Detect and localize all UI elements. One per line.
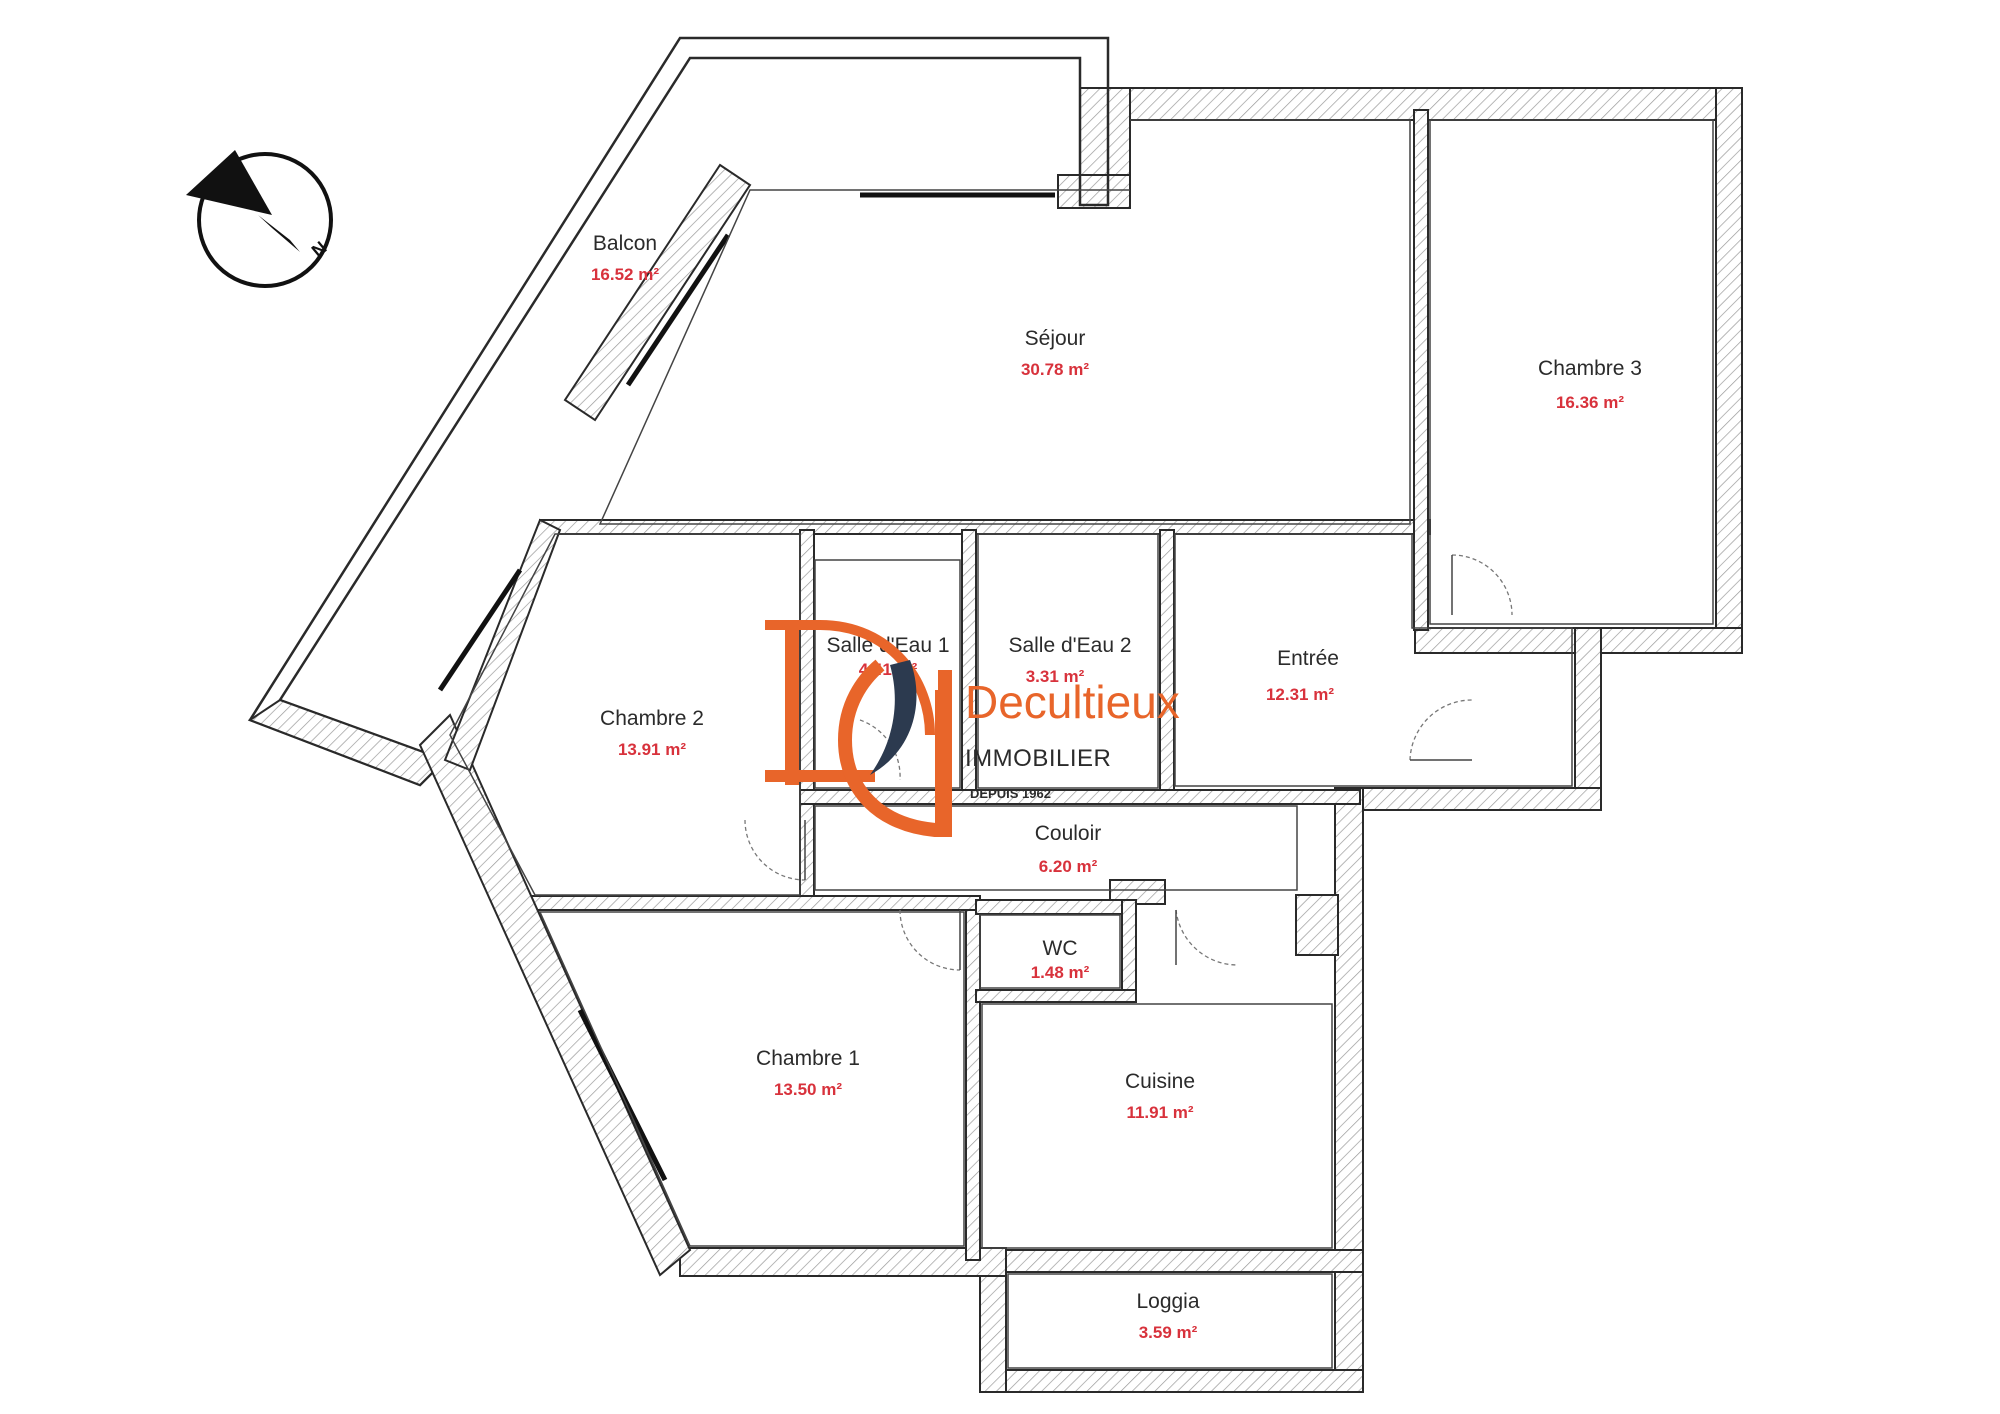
room-name-cuisine: Cuisine — [1125, 1070, 1195, 1093]
room-area-couloir: 6.20 m² — [1039, 857, 1098, 876]
room-area-loggia: 3.59 m² — [1139, 1323, 1198, 1342]
room-area-wc: 1.48 m² — [1031, 963, 1090, 982]
window-balcony-1 — [625, 233, 731, 387]
room-name-wc: WC — [1043, 937, 1078, 960]
brand-subtitle: IMMOBILIER — [965, 745, 1111, 772]
window-balcony-2 — [437, 568, 523, 692]
room-area-balcon: 16.52 m² — [591, 265, 659, 284]
room-name-sejour: Séjour — [1025, 327, 1086, 350]
room-area-chambre3: 16.36 m² — [1556, 393, 1624, 412]
brand-logo-icon — [765, 620, 952, 837]
room-name-entree: Entrée — [1277, 647, 1339, 670]
room-name-chambre1: Chambre 1 — [756, 1047, 860, 1070]
room-area-cuisine: 11.91 m² — [1126, 1103, 1193, 1122]
room-area-entree: 12.31 m² — [1266, 685, 1334, 704]
balcony-outline — [247, 36, 1110, 1277]
brand-watermark: Decultieux IMMOBILIER DEPUIS 1962 — [765, 620, 1180, 837]
exterior-walls — [529, 87, 1743, 1393]
brand-since: DEPUIS 1962 — [970, 786, 1051, 801]
room-area-chambre2: 13.91 m² — [618, 740, 686, 759]
brand-name: Decultieux — [965, 676, 1180, 728]
room-area-chambre1: 13.50 m² — [774, 1080, 842, 1099]
room-area-sejour: 30.78 m² — [1021, 360, 1089, 379]
compass-circle — [197, 152, 333, 288]
room-name-chambre3: Chambre 3 — [1538, 357, 1642, 380]
room-area-salle2: 3.31 m² — [1026, 667, 1085, 686]
room-name-chambre2: Chambre 2 — [600, 707, 704, 730]
compass: N — [186, 150, 333, 288]
room-name-balcon: Balcon — [593, 232, 657, 255]
room-name-salle2: Salle d'Eau 2 — [1008, 634, 1131, 657]
compass-arrow-icon — [186, 150, 272, 215]
room-name-couloir: Couloir — [1035, 822, 1102, 845]
room-outlines — [449, 119, 1714, 1369]
room-name-loggia: Loggia — [1136, 1290, 1199, 1313]
room-labels: Balcon 16.52 m² Séjour 30.78 m² Chambre … — [591, 232, 1642, 1342]
